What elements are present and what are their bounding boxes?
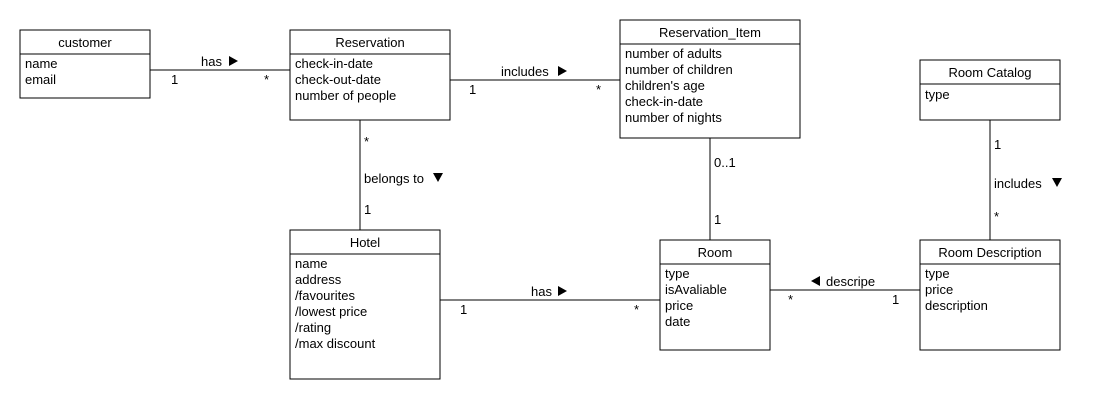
- class-attribute: name: [25, 56, 58, 71]
- multiplicity-to: *: [994, 209, 999, 224]
- class-attribute: number of nights: [625, 110, 722, 125]
- class-attribute: /favourites: [295, 288, 355, 303]
- direction-arrow-down-icon: [433, 173, 443, 182]
- association-label: descripe: [826, 274, 875, 289]
- class-name: Room Description: [938, 245, 1041, 260]
- multiplicity-from: 0..1: [714, 155, 736, 170]
- class-box: [289, 29, 451, 121]
- association-label: includes: [994, 176, 1042, 191]
- class-attribute: type: [665, 266, 690, 281]
- multiplicity-to: *: [596, 82, 601, 97]
- multiplicity-from: 1: [469, 82, 476, 97]
- multiplicity-to: *: [264, 72, 269, 87]
- class-attribute: check-out-date: [295, 72, 381, 87]
- class-name: Hotel: [350, 235, 380, 250]
- class-attribute: check-in-date: [625, 94, 703, 109]
- class-attribute: address: [295, 272, 342, 287]
- class-box: [19, 29, 151, 99]
- class-box: [659, 239, 771, 351]
- class-name: Reservation_Item: [659, 25, 761, 40]
- class-attribute: price: [665, 298, 693, 313]
- class-attribute: type: [925, 266, 950, 281]
- class-attribute: date: [665, 314, 690, 329]
- direction-arrow-right-icon: [558, 66, 567, 76]
- association-catalog-includes-description: 1 includes *: [989, 120, 1062, 240]
- association-item-room: 0..1 1: [709, 138, 736, 240]
- direction-arrow-right-icon: [229, 56, 238, 66]
- class-name: Reservation: [335, 35, 404, 50]
- class-box: [289, 229, 441, 380]
- class-attribute: email: [25, 72, 56, 87]
- multiplicity-to: *: [634, 302, 639, 317]
- multiplicity-from: *: [364, 134, 369, 149]
- association-label: belongs to: [364, 171, 424, 186]
- class-attribute: check-in-date: [295, 56, 373, 71]
- class-attribute: number of people: [295, 88, 396, 103]
- multiplicity-to: 1: [364, 202, 371, 217]
- class-attribute: number of adults: [625, 46, 722, 61]
- direction-arrow-left-icon: [811, 276, 820, 286]
- class-attribute: description: [925, 298, 988, 313]
- class-reservation-item[interactable]: Reservation_Item number of adults number…: [619, 19, 801, 139]
- multiplicity-from: 1: [460, 302, 467, 317]
- class-attribute: number of children: [625, 62, 733, 77]
- class-name: Room Catalog: [948, 65, 1031, 80]
- class-attribute: price: [925, 282, 953, 297]
- class-attribute: isAvaliable: [665, 282, 727, 297]
- direction-arrow-down-icon: [1052, 178, 1062, 187]
- association-label: has: [531, 284, 552, 299]
- class-attribute: /lowest price: [295, 304, 367, 319]
- class-attribute: /max discount: [295, 336, 376, 351]
- class-room[interactable]: Room type isAvaliable price date: [659, 239, 771, 351]
- direction-arrow-right-icon: [558, 286, 567, 296]
- multiplicity-to: 1: [714, 212, 721, 227]
- association-hotel-has-room: has 1 *: [440, 284, 660, 317]
- class-hotel[interactable]: Hotel name address /favourites /lowest p…: [289, 229, 441, 380]
- multiplicity-from: 1: [994, 137, 1001, 152]
- association-description-descripe-room: descripe 1 *: [770, 274, 920, 307]
- class-box: [919, 239, 1061, 351]
- association-customer-has-reservation: has 1 *: [150, 54, 290, 87]
- multiplicity-from: 1: [892, 292, 899, 307]
- association-reservation-belongs-to-hotel: * belongs to 1: [359, 120, 443, 230]
- association-label: has: [201, 54, 222, 69]
- class-box: [619, 19, 801, 139]
- class-attribute: children's age: [625, 78, 705, 93]
- multiplicity-to: *: [788, 292, 793, 307]
- association-reservation-includes-item: includes 1 *: [450, 64, 620, 97]
- class-box: [919, 59, 1061, 121]
- class-attribute: name: [295, 256, 328, 271]
- class-room-description[interactable]: Room Description type price description: [919, 239, 1061, 351]
- class-room-catalog[interactable]: Room Catalog type: [919, 59, 1061, 121]
- class-attribute: type: [925, 87, 950, 102]
- class-name: customer: [58, 35, 112, 50]
- class-attribute: /rating: [295, 320, 331, 335]
- multiplicity-from: 1: [171, 72, 178, 87]
- class-reservation[interactable]: Reservation check-in-date check-out-date…: [289, 29, 451, 121]
- association-label: includes: [501, 64, 549, 79]
- class-customer[interactable]: customer name email: [19, 29, 151, 99]
- class-name: Room: [698, 245, 733, 260]
